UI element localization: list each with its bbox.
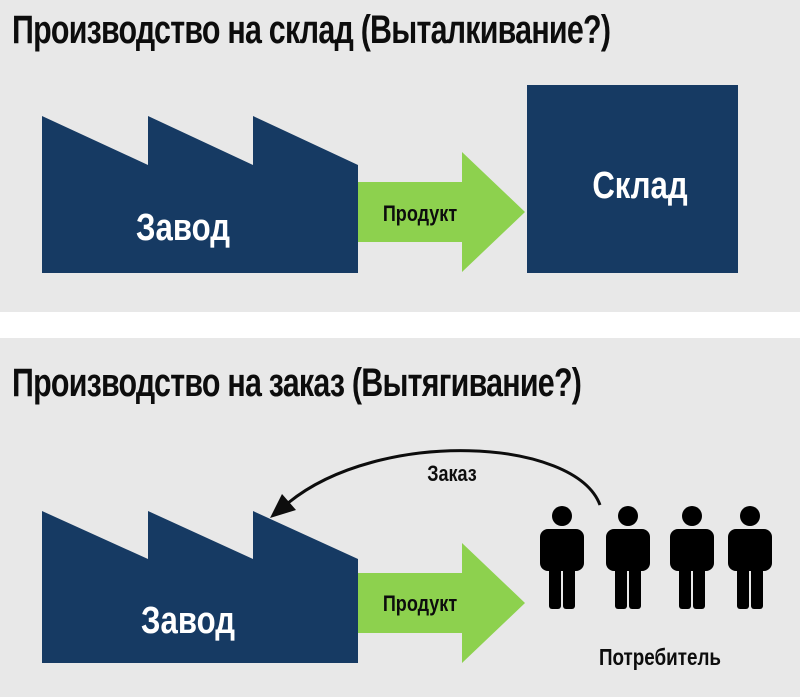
factory-icon — [42, 116, 358, 273]
consumer-group — [540, 506, 772, 609]
pull-factory-label: Завод — [141, 600, 235, 642]
curved-arrow-head — [270, 494, 296, 518]
pull-consumer-label: Потребитель — [599, 645, 721, 670]
person-icon — [670, 506, 714, 609]
curved-arrow-icon — [287, 449, 602, 506]
person-icon — [540, 506, 584, 609]
push-diagram: Завод Продукт Склад — [42, 85, 738, 273]
arrow-right-icon — [358, 152, 525, 272]
push-product-label: Продукт — [383, 202, 457, 226]
push-panel: Производство на склад (Выталкивание?) За… — [0, 0, 800, 312]
factory-icon — [42, 511, 358, 663]
pull-order-label: Заказ — [427, 462, 477, 486]
push-title: Производство на склад (Выталкивание?) — [12, 8, 611, 52]
arrow-right-icon — [358, 543, 525, 663]
pull-product-label: Продукт — [383, 592, 457, 616]
person-icon — [728, 506, 772, 609]
warehouse-box — [527, 85, 738, 273]
person-icon — [606, 506, 650, 609]
pull-title: Производство на заказ (Вытягивание?) — [12, 361, 582, 405]
push-factory-label: Завод — [136, 207, 230, 249]
pull-panel: Производство на заказ (Вытягивание?) Зак… — [0, 338, 800, 697]
pull-diagram: Заказ Завод Продукт Потребитель — [42, 449, 772, 670]
push-warehouse-label: Склад — [592, 165, 687, 207]
